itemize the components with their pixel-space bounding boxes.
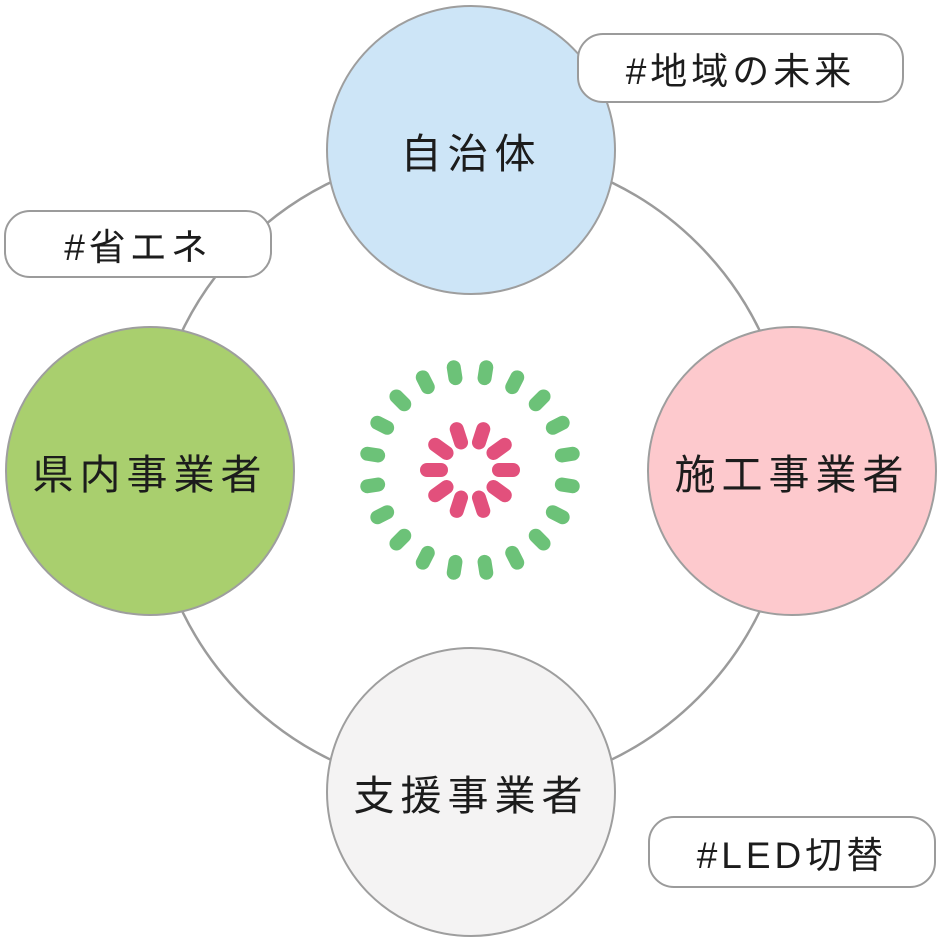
center-burst-icon <box>360 360 580 580</box>
node-municipality-circle: 自治体 <box>326 5 616 295</box>
tag-energy-saving-label: #省エネ <box>64 227 212 268</box>
node-contractor-label: 施工事業者 <box>674 452 910 498</box>
tag-region-future-label: #地域の未来 <box>625 51 856 92</box>
node-support-circle: 支援事業者 <box>326 647 616 937</box>
node-municipality-label: 自治体 <box>400 131 542 177</box>
tag-region-future: #地域の未来 <box>577 33 904 103</box>
node-support-label: 支援事業者 <box>353 773 589 819</box>
tag-led-switch-label: #LED切替 <box>696 835 888 876</box>
node-contractor-circle: 施工事業者 <box>647 326 937 616</box>
tag-led-switch: #LED切替 <box>648 816 936 888</box>
node-local-business-circle: 県内事業者 <box>5 326 295 616</box>
tag-energy-saving: #省エネ <box>4 210 272 278</box>
node-local-business-label: 県内事業者 <box>32 452 268 498</box>
